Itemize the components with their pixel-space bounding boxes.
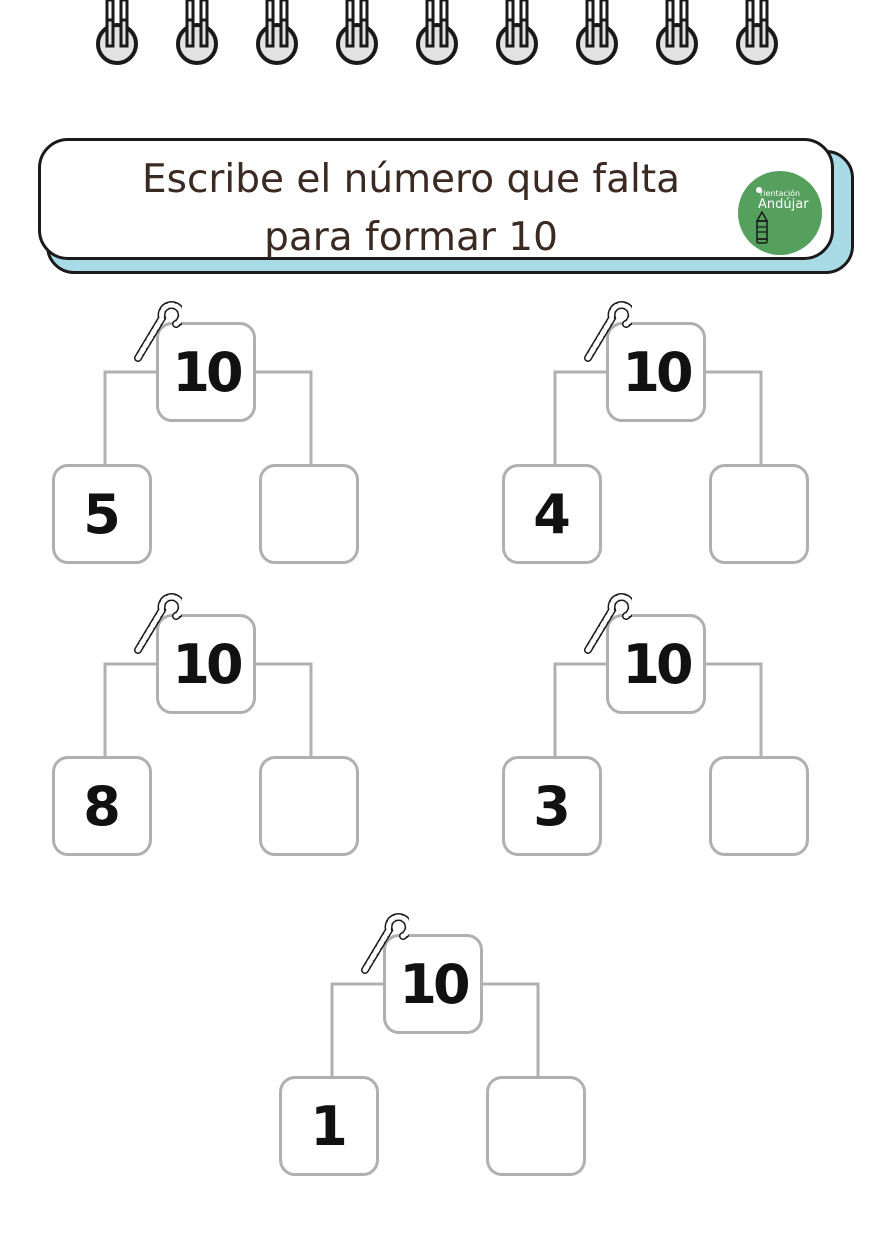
logo-dot-icon (756, 187, 762, 193)
spiral-binding (0, 0, 875, 80)
binding-ring-icon (96, 0, 138, 65)
logo-small-text: rientación (760, 189, 801, 198)
total-box: 10 (383, 934, 483, 1034)
number-bond-1: 10 5 (52, 294, 372, 564)
missing-part-box[interactable] (259, 464, 359, 564)
total-box: 10 (156, 322, 256, 422)
binding-ring-icon (496, 0, 538, 65)
pencil-icon (755, 211, 769, 244)
candy-cane-icon (584, 301, 632, 362)
binding-ring-icon (736, 0, 778, 65)
number-bond-2: 10 4 (502, 294, 822, 564)
title-line-1: Escribe el número que falta (141, 157, 681, 202)
bond-connector-lines (103, 370, 313, 464)
bond-connector-lines (330, 982, 540, 1076)
total-box: 10 (606, 614, 706, 714)
number-bond-4: 10 3 (502, 586, 822, 856)
candy-cane-icon (584, 593, 632, 654)
page-title: Escribe el número que falta para formar … (81, 151, 741, 267)
candy-cane-icon (134, 301, 182, 362)
known-part-box: 1 (279, 1076, 379, 1176)
known-part-box: 3 (502, 756, 602, 856)
known-part-box: 5 (52, 464, 152, 564)
missing-part-box[interactable] (709, 756, 809, 856)
binding-ring-icon (256, 0, 298, 65)
binding-ring-icon (656, 0, 698, 65)
candy-cane-icon (361, 913, 409, 974)
binding-ring-icon (416, 0, 458, 65)
logo-big-text: Andújar (758, 197, 809, 212)
bond-connector-lines (553, 370, 763, 464)
binding-ring-icon (576, 0, 618, 65)
number-bond-5: 10 1 (279, 906, 599, 1176)
binding-ring-icon (336, 0, 378, 65)
number-bond-3: 10 8 (52, 586, 372, 856)
known-part-box: 8 (52, 756, 152, 856)
bond-connector-lines (103, 662, 313, 756)
known-part-box: 4 (502, 464, 602, 564)
bond-connector-lines (553, 662, 763, 756)
total-box: 10 (156, 614, 256, 714)
missing-part-box[interactable] (486, 1076, 586, 1176)
total-box: 10 (606, 322, 706, 422)
title-line-2: para formar 10 (264, 215, 558, 260)
binding-ring-icon (176, 0, 218, 65)
header-card: Escribe el número que falta para formar … (38, 138, 834, 260)
candy-cane-icon (134, 593, 182, 654)
missing-part-box[interactable] (259, 756, 359, 856)
logo: rientación Andújar (738, 171, 822, 255)
missing-part-box[interactable] (709, 464, 809, 564)
